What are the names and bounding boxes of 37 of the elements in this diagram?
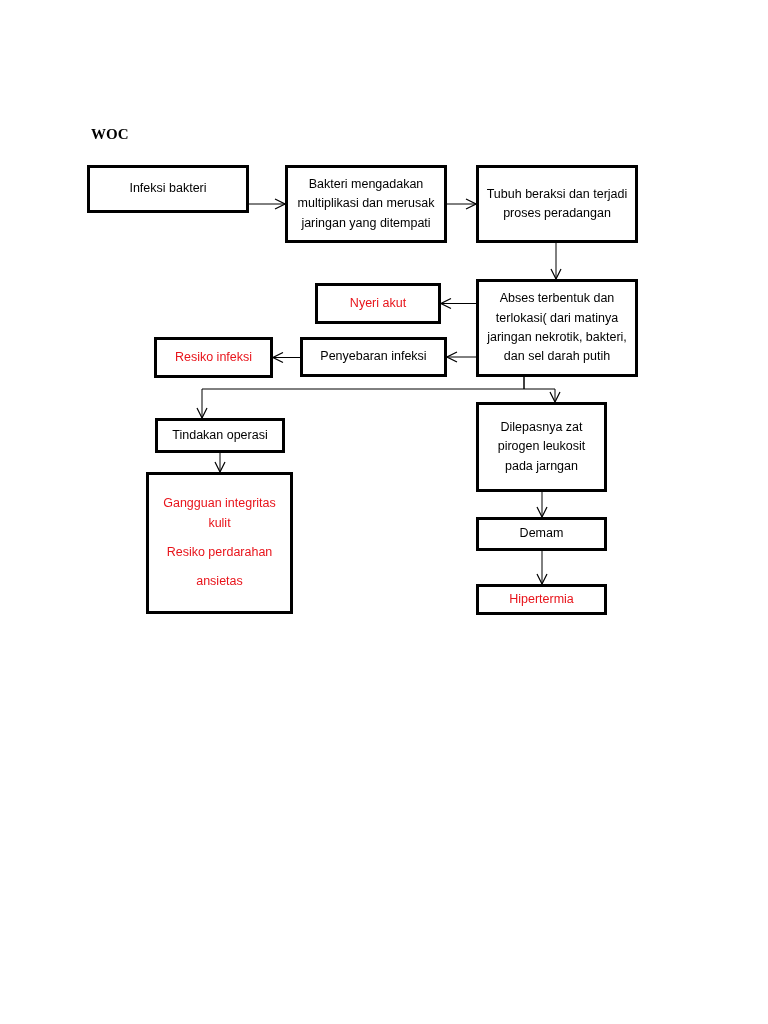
process-box [155, 418, 285, 453]
box-text: Dilepasnya zat pirogen leukosit pada jarngan [496, 418, 587, 475]
box-text: Hipertermia [509, 590, 574, 608]
process-box [476, 279, 638, 377]
box-text: Bakteri mengadakan multiplikasi dan merusak jaringan yang ditempati [296, 175, 436, 232]
box-text: ansietas [196, 573, 243, 591]
process-box [476, 517, 607, 551]
box-text: Demam [519, 525, 564, 543]
box-text: Resiko infeksi [174, 348, 253, 366]
process-box [87, 165, 249, 213]
diagram-title: WOC [91, 126, 129, 143]
arrow [536, 491, 548, 518]
box-text: Tindakan operasi [172, 426, 268, 444]
arrow [446, 198, 477, 210]
process-box [300, 337, 447, 377]
box-text: Resiko perdarahan [166, 544, 273, 561]
process-box [476, 165, 638, 243]
process-box [476, 402, 607, 492]
process-box [154, 337, 273, 378]
arrow [446, 351, 477, 363]
arrow [536, 550, 548, 585]
box-text: Tubuh beraksi dan terjadi proses peradangan [485, 185, 629, 222]
box-text: Nyeri akut [349, 294, 407, 312]
arrow [248, 198, 286, 210]
arrow [523, 376, 561, 403]
process-box [285, 165, 447, 243]
box-text: Abses terbentuk dan terlokasi( dari matinya jaringan nekrotik, bakteri, dan sel darah putih [486, 290, 628, 366]
process-box [146, 472, 293, 614]
arrow [440, 297, 477, 310]
arrow [550, 242, 562, 280]
box-text: Infeksi bakteri [129, 180, 207, 198]
process-box [315, 283, 441, 324]
box-text: Gangguan integritas kulit [162, 495, 277, 532]
box-text: Penyebaran infeksi [320, 348, 427, 366]
process-box [476, 584, 607, 615]
arrow [214, 452, 226, 473]
arrow [272, 351, 301, 364]
